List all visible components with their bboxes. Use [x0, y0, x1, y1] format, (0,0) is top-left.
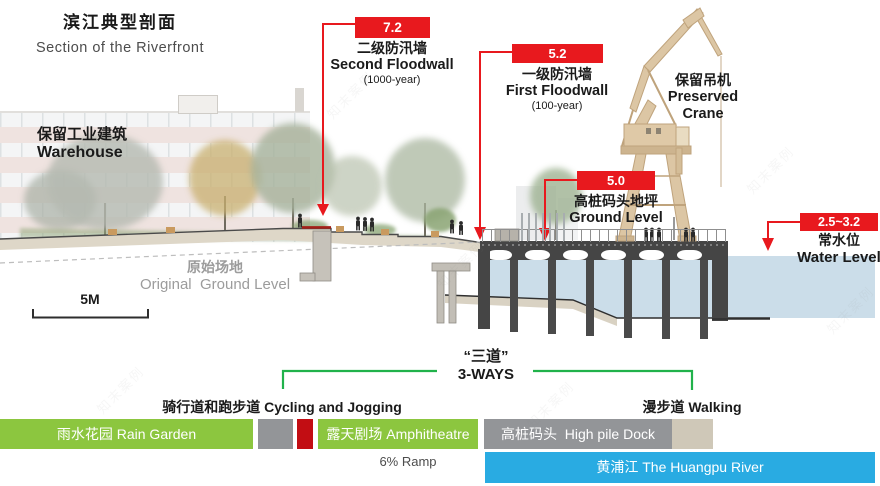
scale-bar-label: 5M: [80, 291, 100, 307]
water-level-label: 常水位 Water Level: [797, 232, 880, 266]
original-ground-dashed-line: [0, 241, 481, 264]
dock-piles: [510, 260, 708, 339]
high-pile-dock-bar: 高桩码头 High pile Dock: [484, 419, 672, 449]
first-floodwall-label: 一级防汛墙 First Floodwall (100-year): [505, 66, 609, 112]
retaining-wall: [431, 262, 471, 324]
planter-boxes: [108, 226, 439, 237]
rain-garden-bar: 雨水花园 Rain Garden: [0, 419, 253, 449]
second-floodwall-label: 二级防汛墙 Second Floodwall (1000-year): [330, 40, 454, 86]
warehouse-label: 保留工业建筑 Warehouse: [37, 126, 128, 161]
seabed-line: [444, 294, 770, 319]
title-zh: 滨江典型剖面: [63, 13, 177, 32]
amphitheatre-bar: 露天剧场 Amphitheatre: [318, 419, 478, 449]
deck-railing: [482, 229, 726, 242]
dock-ground-elevation-badge: 5.0: [577, 171, 655, 190]
first-floodwall-elevation-badge: 5.2: [512, 44, 603, 63]
ramp-label: 6% Ramp: [379, 454, 437, 469]
dock-ground-label: 高桩码头地坪 Ground Level: [569, 193, 663, 226]
three-ways-heading: “三道” 3-WAYS: [457, 348, 515, 383]
warehouse-chimney: [295, 88, 304, 112]
huangpu-river-bar: 黄浦江 The Huangpu River: [485, 452, 875, 483]
warehouse-roof-box: [178, 95, 218, 114]
deck-masts: [521, 213, 569, 241]
red-segment-bar: [297, 419, 313, 449]
three-ways-bracket: [281, 369, 694, 390]
gray-segment-bar: [258, 419, 293, 449]
walking-label: 漫步道 Walking: [642, 399, 742, 415]
water-level-elevation-badge: 2.5~3.2: [800, 213, 878, 231]
water-body: [444, 256, 875, 326]
cycling-jogging-label: 骑行道和跑步道 Cycling and Jogging: [162, 399, 402, 415]
second-floodwall-elevation-badge: 7.2: [355, 17, 430, 38]
tan-segment-bar: [672, 419, 713, 449]
page-title: 滨江典型剖面 Section of the Riverfront: [30, 13, 210, 57]
preserved-crane-label: 保留吊机 Preserved Crane: [667, 72, 739, 122]
scale-bar-bracket: [32, 309, 149, 319]
original-ground-label: 原始场地 Original Ground Level: [139, 259, 291, 293]
terrain: [0, 226, 481, 282]
title-en: Section of the Riverfront: [35, 40, 205, 57]
